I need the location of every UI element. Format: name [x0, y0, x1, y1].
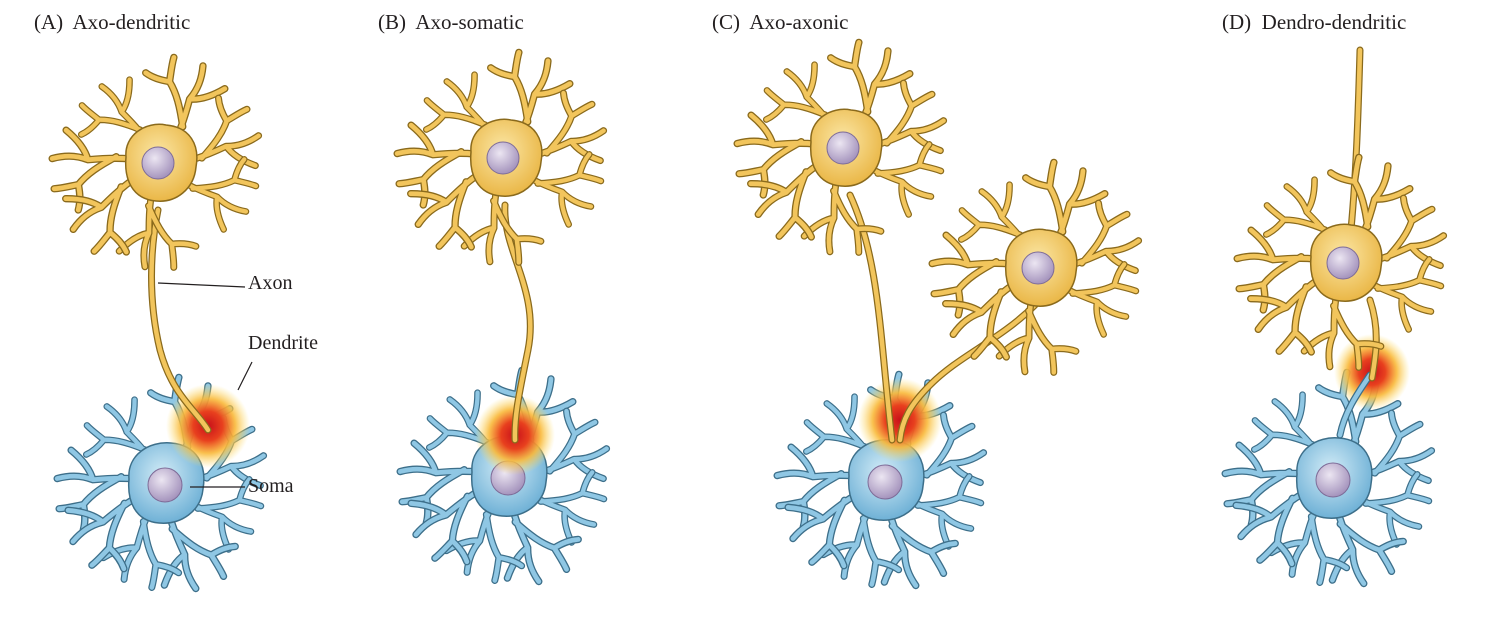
panel-a-diagram — [35, 40, 276, 603]
panel-c-title: (C) Axo-axonic — [712, 10, 849, 34]
soma-label: Soma — [248, 475, 294, 497]
panel-d-postsynaptic-neuron — [1208, 355, 1444, 598]
panel-b-diagram — [380, 35, 619, 596]
panel-d-title: (D) Dendro-dendritic — [1222, 10, 1407, 34]
panel-d-presynaptic-neuron — [1220, 140, 1456, 385]
panel-b-presynaptic-neuron — [380, 35, 616, 280]
panel-d-diagram — [1208, 46, 1456, 599]
dendrite-leader-line — [237, 361, 253, 391]
panel-b-postsynaptic-neuron — [383, 353, 619, 596]
panel-a-postsynaptic-neuron — [40, 360, 276, 603]
panel-c-right-neuron — [915, 145, 1151, 390]
panel-c-upper-neuron — [720, 25, 956, 270]
panel-a-title: (A) Axo-dendritic — [34, 10, 191, 34]
panel-b-title: (B) Axo-somatic — [378, 10, 524, 34]
dendrite-label: Dendrite — [248, 332, 318, 354]
axon-label: Axon — [248, 272, 293, 294]
axon-leader-line — [157, 282, 246, 288]
panel-c-diagram — [720, 25, 1151, 600]
